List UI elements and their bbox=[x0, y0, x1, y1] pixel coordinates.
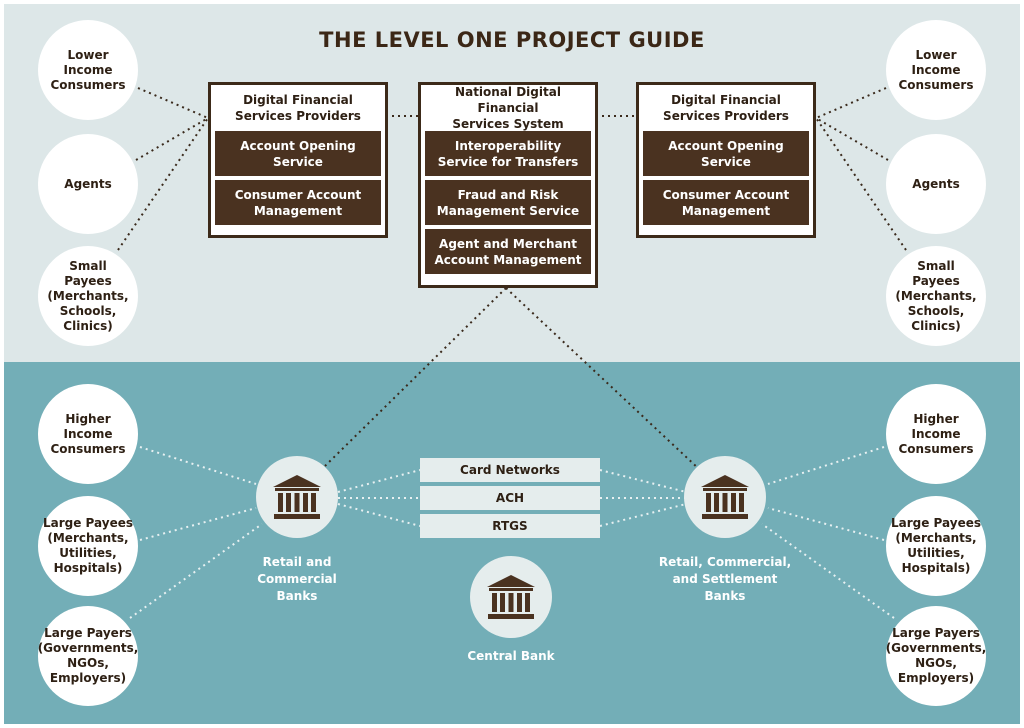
bank-left-label: Retail and Commercial Banks bbox=[257, 555, 337, 603]
dfsp-title: Digital Financial Services Providers bbox=[663, 93, 789, 123]
service-agent-merchant: Agent and Merchant Account Management bbox=[425, 229, 591, 274]
service-interoperability: Interoperability Service for Transfers bbox=[425, 131, 591, 176]
bottom-band bbox=[4, 362, 1020, 724]
circle-large-payers-left: Large Payers (Governments, NGOs, Employe… bbox=[38, 606, 138, 706]
circle-label: Large Payers (Governments, NGOs, Employe… bbox=[37, 626, 139, 685]
bank-central bbox=[470, 556, 552, 638]
bank-right bbox=[684, 456, 766, 538]
circle-agents-left: Agents bbox=[38, 134, 138, 234]
circle-higher-income-left: Higher Income Consumers bbox=[38, 384, 138, 484]
service-account-opening: Account Opening Service bbox=[215, 131, 381, 176]
circle-label: Large Payees (Merchants, Utilities, Hosp… bbox=[890, 516, 981, 575]
network-rtgs: RTGS bbox=[420, 514, 600, 538]
bank-building-icon bbox=[273, 475, 321, 519]
dfsp-title: Digital Financial Services Providers bbox=[235, 93, 361, 123]
circle-agents-right: Agents bbox=[886, 134, 986, 234]
network-ach: ACH bbox=[420, 486, 600, 510]
bank-left bbox=[256, 456, 338, 538]
circle-label: Large Payers (Governments, NGOs, Employe… bbox=[885, 626, 987, 685]
circle-small-payees-left: Small Payees (Merchants, Schools, Clinic… bbox=[38, 246, 138, 346]
circle-small-payees-right: Small Payees (Merchants, Schools, Clinic… bbox=[886, 246, 986, 346]
circle-label: Small Payees (Merchants, Schools, Clinic… bbox=[895, 258, 977, 333]
circle-label: Higher Income Consumers bbox=[50, 411, 126, 456]
circle-label: Higher Income Consumers bbox=[898, 411, 974, 456]
network-card-networks: Card Networks bbox=[420, 458, 600, 482]
service-fraud-risk: Fraud and Risk Management Service bbox=[425, 180, 591, 225]
page-title: THE LEVEL ONE PROJECT GUIDE bbox=[319, 28, 705, 52]
circle-lower-income-left: Lower Income Consumers bbox=[38, 20, 138, 120]
circle-higher-income-right: Higher Income Consumers bbox=[886, 384, 986, 484]
circle-large-payees-left: Large Payees (Merchants, Utilities, Hosp… bbox=[38, 496, 138, 596]
central-bank-label: Central Bank bbox=[467, 649, 555, 663]
circle-label: Agents bbox=[64, 176, 112, 191]
circle-large-payers-right: Large Payers (Governments, NGOs, Employe… bbox=[886, 606, 986, 706]
circle-label: Agents bbox=[912, 176, 960, 191]
circle-label: Small Payees (Merchants, Schools, Clinic… bbox=[47, 258, 129, 333]
circle-lower-income-right: Lower Income Consumers bbox=[886, 20, 986, 120]
service-account-opening: Account Opening Service bbox=[643, 131, 809, 176]
bank-building-icon bbox=[487, 575, 535, 619]
bank-building-icon bbox=[701, 475, 749, 519]
dfsp-box-right: Digital Financial Services Providers Acc… bbox=[636, 82, 816, 238]
dfsp-box-left: Digital Financial Services Providers Acc… bbox=[208, 82, 388, 238]
circle-label: Lower Income Consumers bbox=[50, 47, 126, 92]
service-consumer-account-management: Consumer Account Management bbox=[643, 180, 809, 225]
ndfs-title: National Digital Financial Services Syst… bbox=[452, 85, 564, 131]
ndfs-box: National Digital Financial Services Syst… bbox=[418, 82, 598, 288]
circle-label: Lower Income Consumers bbox=[898, 47, 974, 92]
service-consumer-account-management: Consumer Account Management bbox=[215, 180, 381, 225]
bank-right-label: Retail, Commercial, and Settlement Banks bbox=[658, 555, 792, 603]
circle-large-payees-right: Large Payees (Merchants, Utilities, Hosp… bbox=[886, 496, 986, 596]
circle-label: Large Payees (Merchants, Utilities, Hosp… bbox=[42, 516, 133, 575]
